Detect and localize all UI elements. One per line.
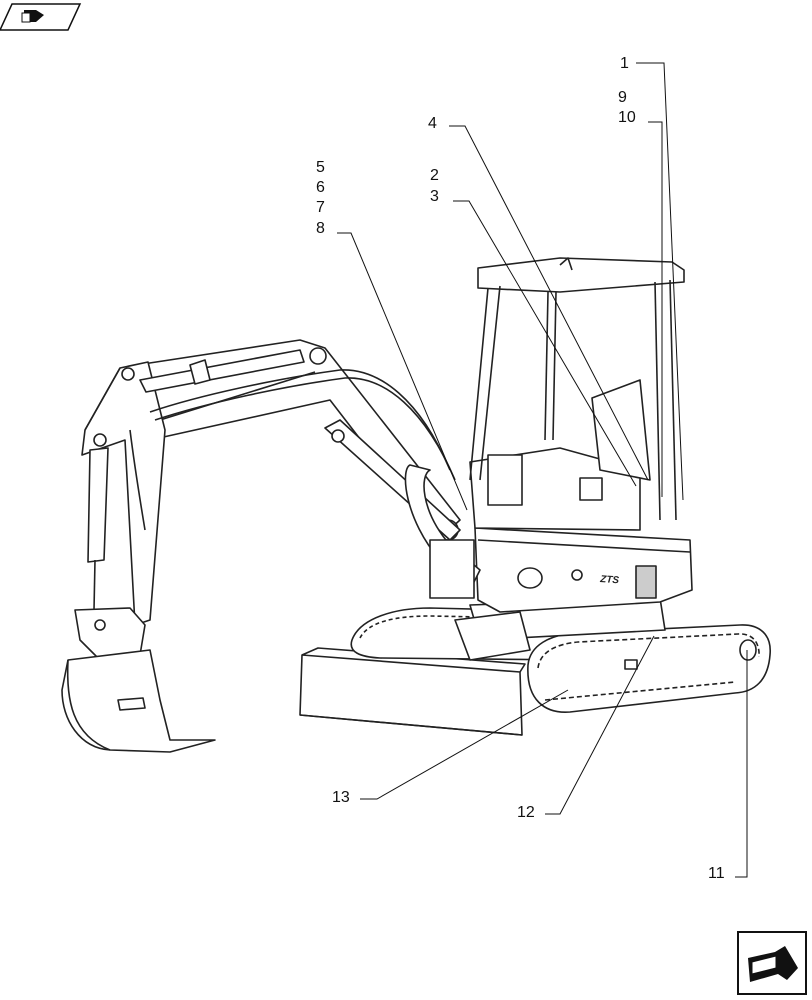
bucket (61, 649, 216, 753)
canopy (469, 257, 685, 521)
callout-labels: 1 9 10 4 2 3 5 6 7 8 13 12 11 (316, 55, 725, 882)
leader-line-10 (648, 121, 663, 497)
callout-3: 3 (430, 188, 439, 205)
callout-1: 1 (620, 55, 629, 72)
next-page-arrow-icon (748, 946, 798, 982)
leader-line-8 (337, 232, 468, 511)
excavator-drawing (61, 257, 771, 753)
callout-7: 7 (316, 199, 325, 216)
leader-line-3 (453, 200, 637, 487)
leader-line-4 (449, 125, 649, 481)
leader-line-11 (735, 650, 748, 878)
callout-11: 11 (708, 865, 725, 882)
callout-6: 6 (316, 179, 325, 196)
callout-4: 4 (428, 115, 437, 132)
callout-5: 5 (316, 159, 325, 176)
callout-13: 13 (332, 789, 350, 806)
leader-line-12 (545, 635, 655, 815)
book-arrow-icon (21, 10, 44, 23)
dozer-blade (299, 647, 526, 736)
callout-10: 10 (618, 109, 636, 126)
leader-lines (337, 62, 748, 878)
track-right (527, 624, 771, 713)
callout-9: 9 (618, 89, 627, 106)
model-badge: ZTS (599, 574, 620, 586)
callout-2: 2 (430, 167, 439, 184)
callout-8: 8 (316, 220, 325, 237)
callout-12: 12 (517, 804, 535, 821)
upper-structure (474, 527, 693, 613)
top-nav-button[interactable] (0, 3, 82, 31)
leader-line-13 (360, 689, 569, 800)
leader-line-1 (636, 62, 684, 501)
bottom-nav-button[interactable] (737, 931, 807, 995)
